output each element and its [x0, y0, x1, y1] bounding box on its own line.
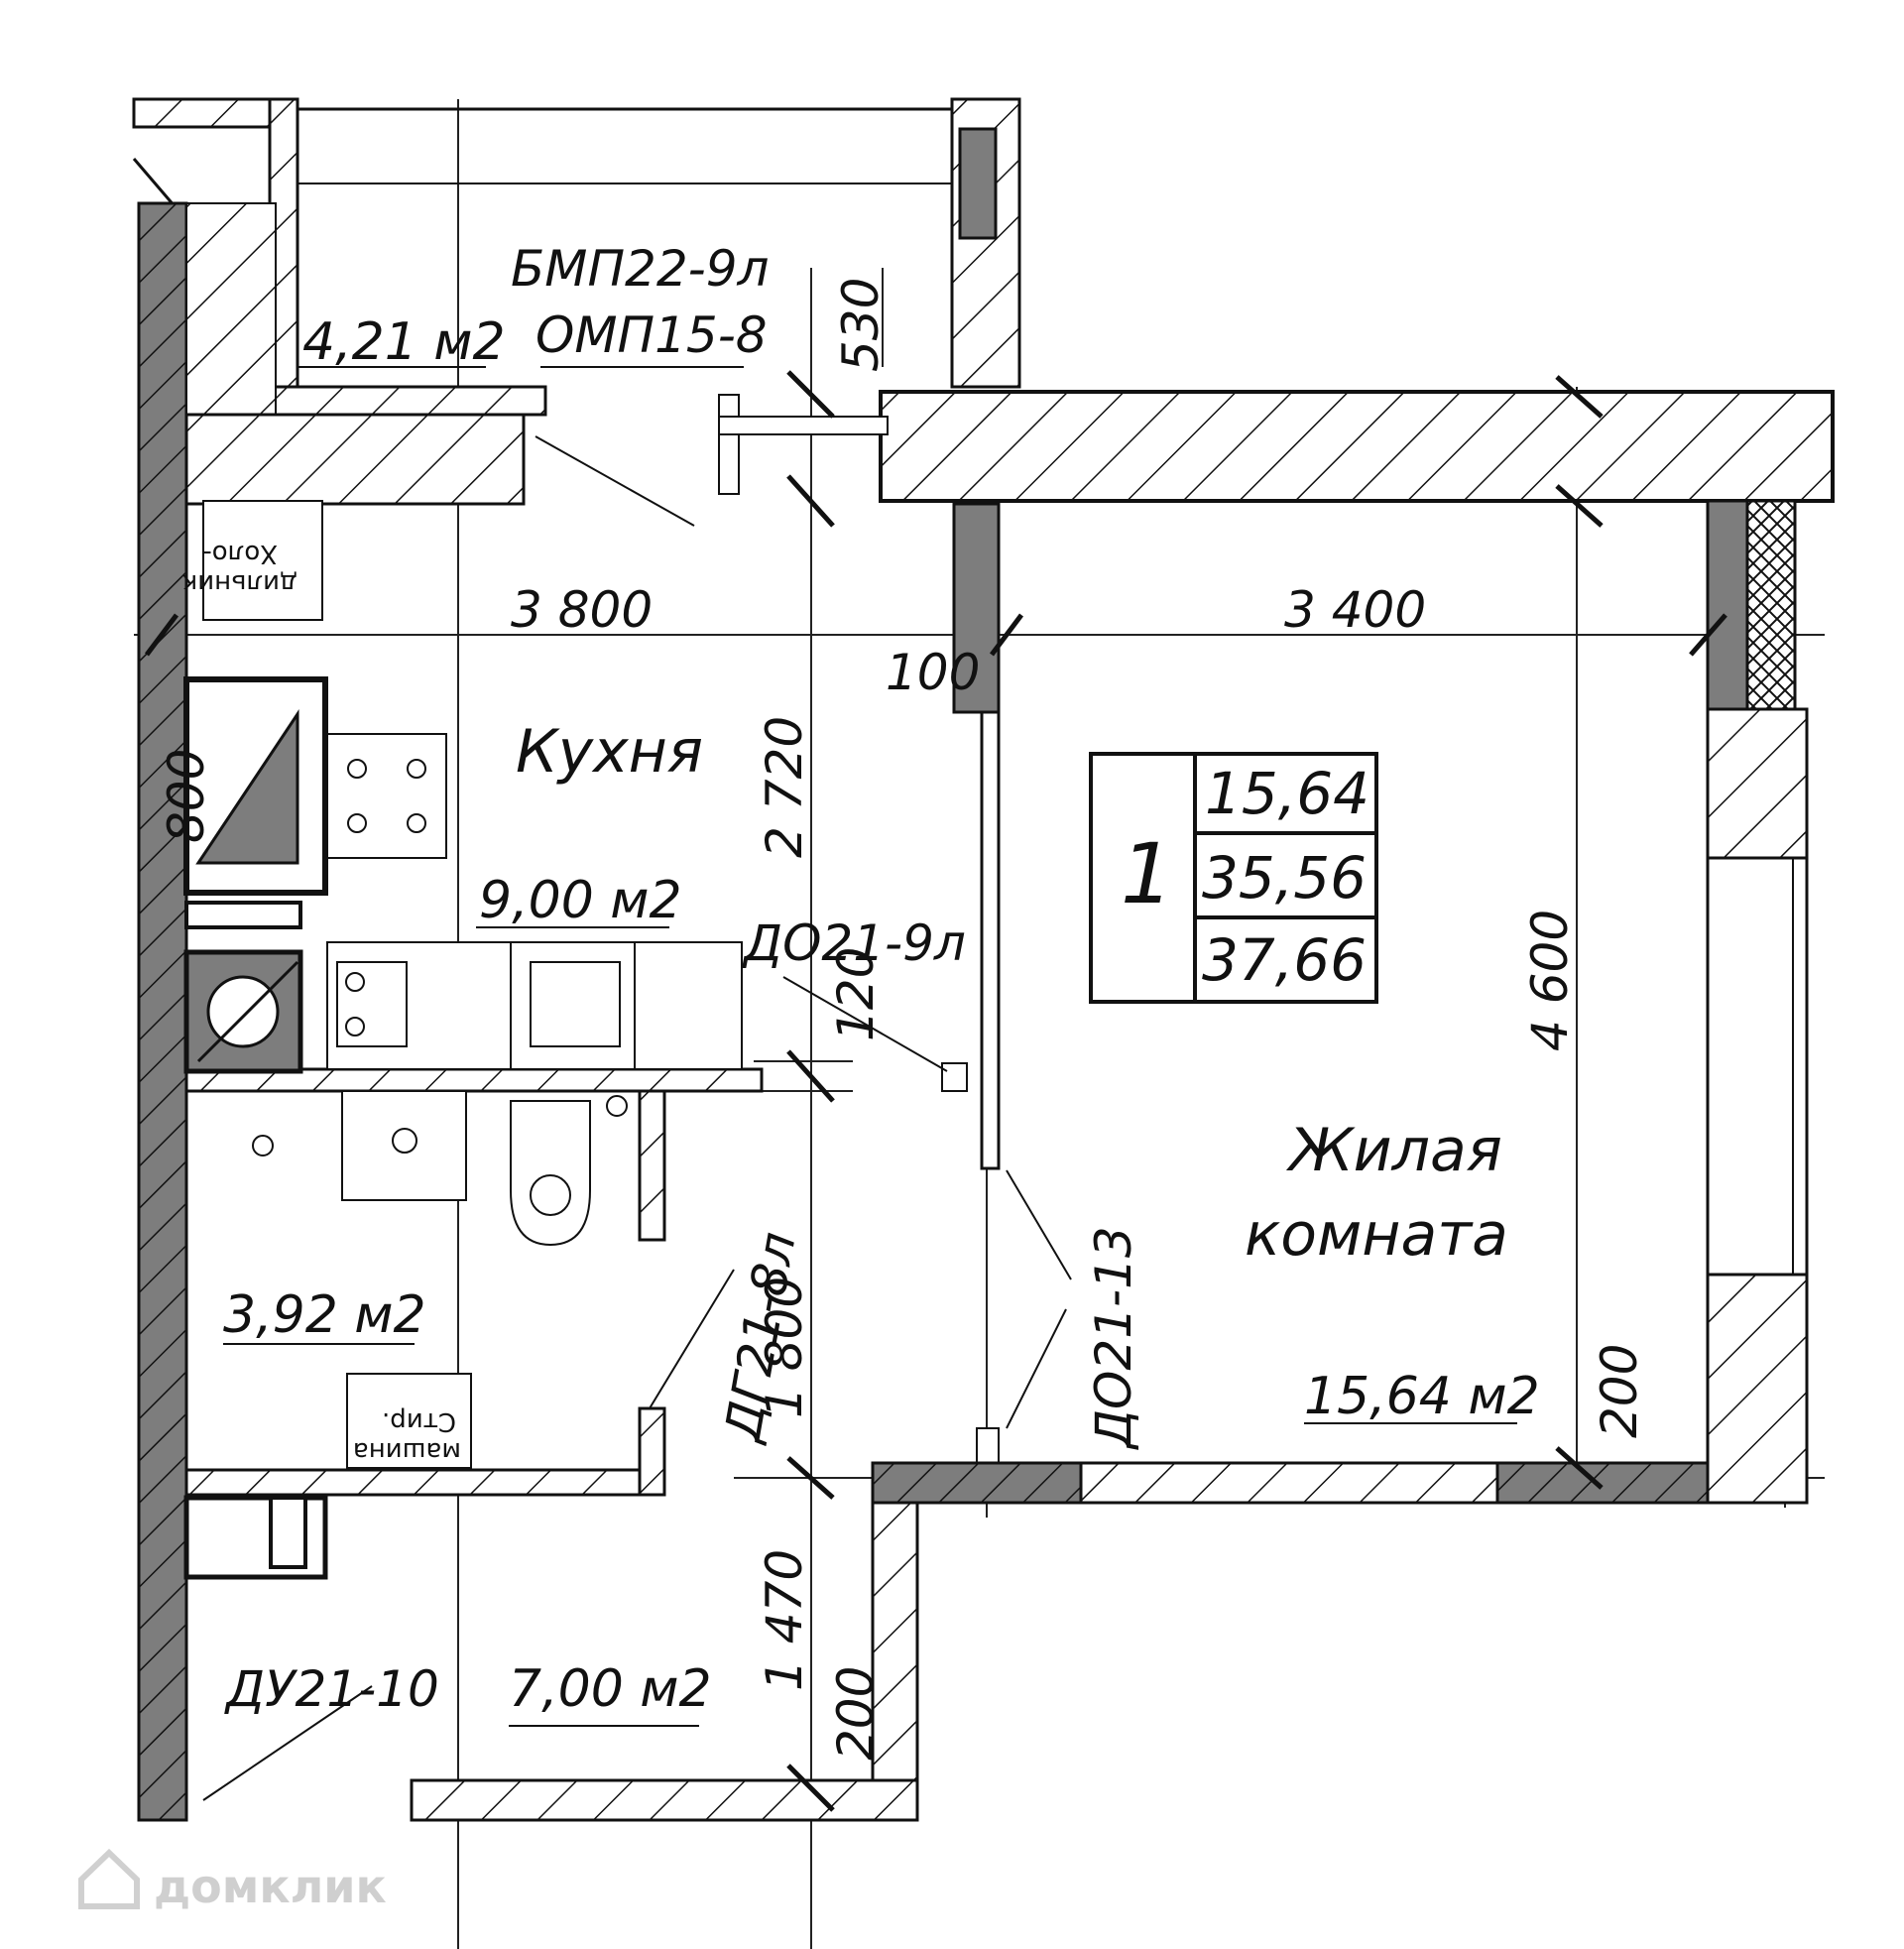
living-name-1: Жилая — [1285, 1116, 1502, 1185]
rooms-count: 1 — [1121, 825, 1173, 922]
dim-2720: 2 720 — [756, 716, 813, 858]
right-wall — [1706, 499, 1809, 1505]
dim-120: 120 — [827, 947, 885, 1041]
living-name-2: комната — [1245, 1200, 1508, 1270]
vent-shafts — [183, 676, 328, 1580]
bath-fixtures — [252, 1090, 628, 1469]
table-total-balcony: 37,66 — [1202, 926, 1367, 994]
balcony-area: 4,21 м2 — [302, 312, 506, 372]
watermark: домклик — [78, 1848, 387, 1913]
table-total-area: 35,56 — [1202, 844, 1367, 912]
summary-table — [1089, 752, 1378, 1004]
balcony-code-2: ОМП15-8 — [536, 306, 768, 364]
kitchen-furniture — [202, 500, 743, 1070]
dim-100: 100 — [886, 644, 980, 701]
living-area: 15,64 м2 — [1304, 1367, 1540, 1426]
entry-door-code: ДУ21-10 — [224, 1660, 439, 1718]
bottom-wall — [410, 1461, 1710, 1822]
leader-lines — [202, 366, 1517, 1801]
washer-label-2: машина — [353, 1436, 461, 1466]
table-living-area: 15,64 — [1205, 760, 1369, 827]
bath-area: 3,92 м2 — [223, 1285, 426, 1345]
dim-800: 800 — [158, 749, 215, 843]
living-door-code: ДО21-13 — [1085, 1226, 1142, 1450]
fridge-box — [202, 500, 323, 621]
dimension-ticks — [145, 370, 1727, 1812]
dim-3400: 3 400 — [1284, 581, 1426, 639]
kitchen-area: 9,00 м2 — [479, 871, 682, 930]
balcony-code-1: БМП22-9л — [511, 240, 769, 298]
partition-wall — [941, 502, 1001, 1464]
kitchen-name: Кухня — [516, 717, 703, 787]
left-wall — [137, 201, 526, 1822]
dim-1800: 1 800 — [756, 1277, 813, 1418]
dim-530: 530 — [832, 278, 890, 372]
dim-1470: 1 470 — [756, 1549, 813, 1691]
kitchen-door-code: ДО21-9л — [742, 914, 966, 972]
hall-area: 7,00 м2 — [509, 1659, 712, 1719]
fridge-label-1: Холо- — [202, 539, 278, 568]
dim-4600: 4 600 — [1521, 910, 1579, 1051]
house-icon — [78, 1848, 140, 1909]
top-wall — [718, 390, 1835, 503]
dim-200-bottom: 200 — [827, 1666, 885, 1761]
dim-3800: 3 800 — [511, 581, 653, 639]
washer-box — [346, 1373, 472, 1469]
fridge-label-2: дильник — [182, 568, 298, 598]
washer-label-1: Стир. — [382, 1406, 456, 1436]
dim-200-right: 200 — [1591, 1344, 1648, 1438]
watermark-text: домклик — [154, 1860, 387, 1913]
bath-walls — [184, 1067, 764, 1497]
